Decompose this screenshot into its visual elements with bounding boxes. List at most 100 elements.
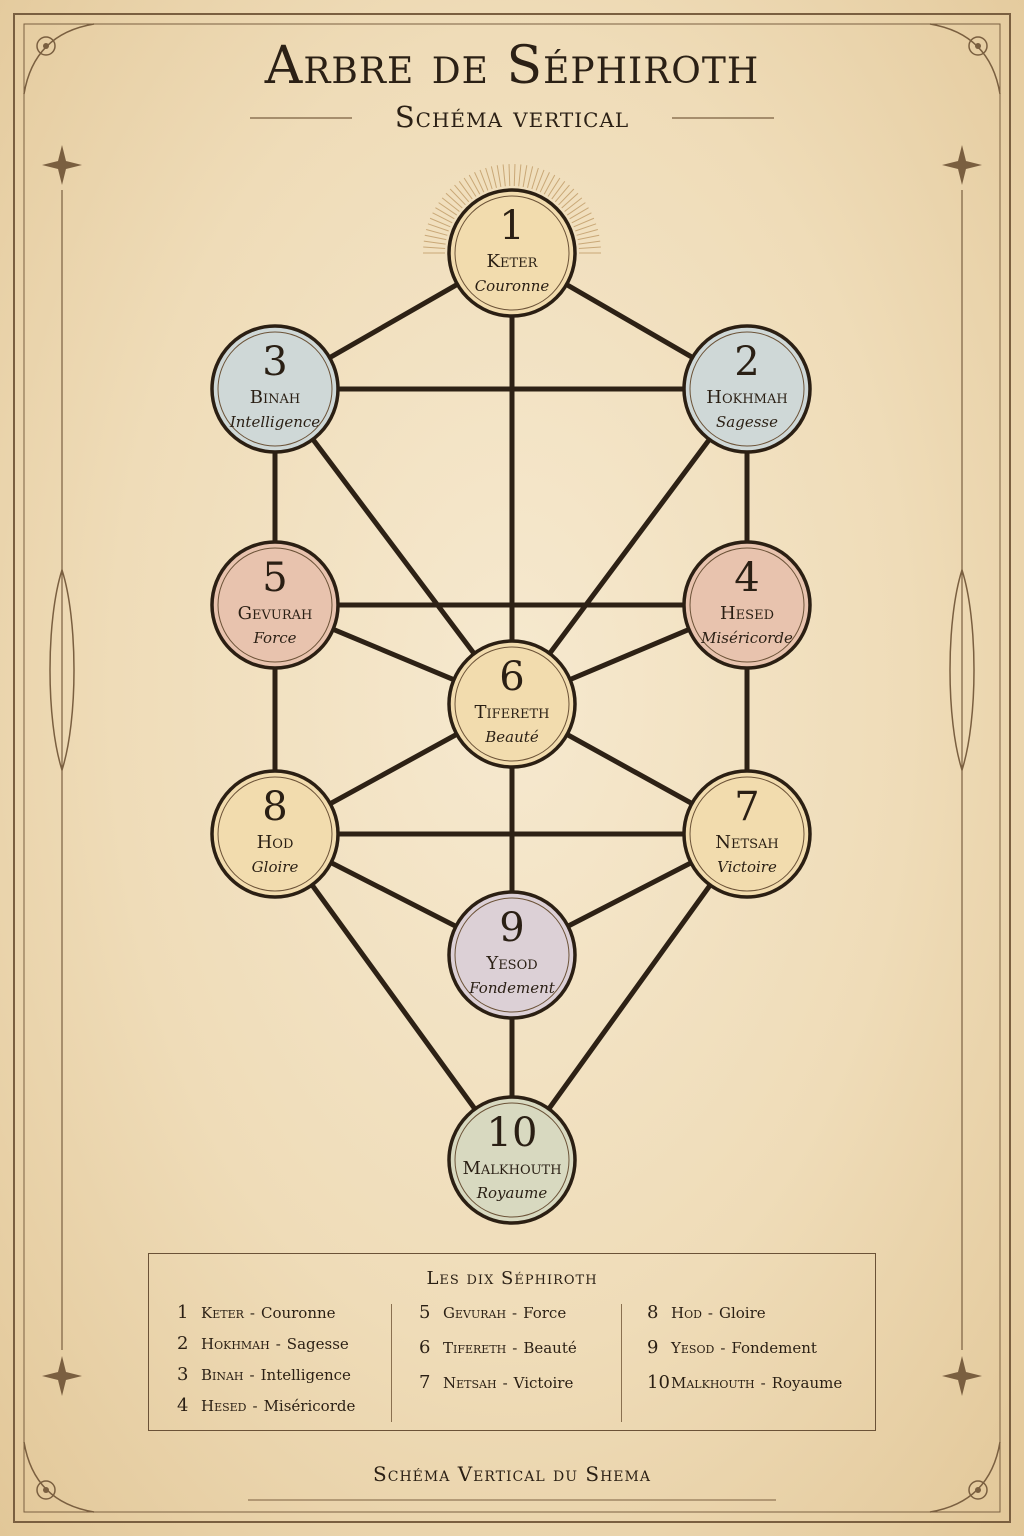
legend-entry-separator: - xyxy=(252,1397,258,1415)
sephirah-translation: Gloire xyxy=(252,858,299,876)
legend-entry-translation: Intelligence xyxy=(260,1366,351,1384)
sephirah-name: Malkhouth xyxy=(462,1158,561,1179)
legend-entry-number: 3 xyxy=(177,1364,189,1385)
ray xyxy=(508,164,511,187)
sephirah-number: 9 xyxy=(499,905,524,951)
legend-entry-translation: Miséricorde xyxy=(263,1397,356,1415)
legend-title: Les dix Séphiroth xyxy=(426,1268,598,1289)
legend-entry-number: 1 xyxy=(177,1302,189,1323)
ray xyxy=(551,181,566,200)
legend-divider xyxy=(391,1304,392,1422)
ray xyxy=(518,164,522,187)
sephirah-number: 7 xyxy=(734,784,759,830)
legend-entry-separator: - xyxy=(512,1339,518,1357)
ray xyxy=(543,174,556,195)
legend-entry-name: Netsah xyxy=(443,1374,497,1392)
legend-entry-name: Gevurah xyxy=(443,1304,507,1322)
sephirah-number: 2 xyxy=(734,339,759,385)
sephirah-inner-ring xyxy=(217,547,333,663)
ray xyxy=(429,217,451,228)
sephirah-name: Hokhmah xyxy=(706,387,787,408)
corner-flourish xyxy=(929,1441,1001,1513)
sephirah-circle xyxy=(447,1095,577,1225)
sephirah-translation: Couronne xyxy=(475,277,550,295)
sephirah-circle xyxy=(210,540,340,670)
sephirah-circle xyxy=(210,769,340,899)
path-8-10 xyxy=(272,831,515,1163)
sephirah-name: Gevurah xyxy=(238,603,313,624)
page-title: Arbre de Séphiroth xyxy=(264,36,760,96)
sephirah-inner-ring xyxy=(689,776,805,892)
legend-entry-translation: Victoire xyxy=(513,1374,574,1392)
legend-entry-name: Binah xyxy=(201,1366,244,1384)
ray xyxy=(479,169,489,191)
ray xyxy=(531,167,539,190)
ray xyxy=(561,192,579,209)
sephirah-circle xyxy=(447,890,577,1020)
legend-entry: 6 Tifereth-Beauté xyxy=(419,1337,577,1372)
ray xyxy=(576,229,598,236)
star-ornament xyxy=(942,1356,982,1396)
legend-entry-translation: Gloire xyxy=(719,1304,766,1322)
sephirah-inner-ring xyxy=(217,776,333,892)
footer-caption: Schéma Vertical du Shema xyxy=(373,1462,651,1486)
ray xyxy=(432,212,453,224)
legend-entry-translation: Beauté xyxy=(523,1339,577,1357)
sephirah-name: Netsah xyxy=(715,832,779,853)
legend-entry-name: Keter xyxy=(201,1304,244,1322)
ray xyxy=(554,184,570,203)
star-ornament xyxy=(42,145,82,185)
ray xyxy=(577,234,600,241)
legend-entry-number: 8 xyxy=(647,1302,659,1323)
sephirah-number: 5 xyxy=(262,555,287,601)
legend-entry-number: 2 xyxy=(177,1333,189,1354)
sephirah-name: Keter xyxy=(487,251,539,272)
sephirah-circle xyxy=(682,769,812,899)
ray xyxy=(458,181,473,200)
legend-entry-translation: Sagesse xyxy=(286,1335,349,1353)
sephirah-number: 6 xyxy=(499,654,524,700)
ornamental-frame xyxy=(13,13,1011,1523)
legend-entry-number: 6 xyxy=(419,1337,431,1358)
legend-entry-name: Tifereth xyxy=(443,1339,507,1357)
corner-flourish xyxy=(23,1441,95,1513)
ray xyxy=(496,165,502,188)
sephirah-inner-ring xyxy=(689,331,805,447)
ray xyxy=(441,197,460,212)
ray xyxy=(474,172,485,193)
sephirah-number: 10 xyxy=(487,1110,538,1156)
legend-entry-separator: - xyxy=(249,1366,255,1384)
sephirah-inner-ring xyxy=(454,646,570,762)
legend-entry-number: 9 xyxy=(647,1337,659,1358)
legend-entry-translation: Royaume xyxy=(771,1374,843,1392)
ray xyxy=(513,164,516,187)
ray xyxy=(558,188,575,206)
sephirah-translation: Beauté xyxy=(484,728,539,746)
sephirah-inner-ring xyxy=(217,331,333,447)
ray xyxy=(438,202,458,216)
sephirah-number: 4 xyxy=(734,555,759,601)
sephirah-circle xyxy=(682,540,812,670)
sephirah-circle xyxy=(447,639,577,769)
legend-entry-separator: - xyxy=(760,1374,766,1392)
sephirah-name: Binah xyxy=(250,387,300,408)
sephirah-name: Yesod xyxy=(485,953,537,974)
sephirah-translation: Sagesse xyxy=(716,413,778,431)
corner-flourish xyxy=(23,23,95,95)
